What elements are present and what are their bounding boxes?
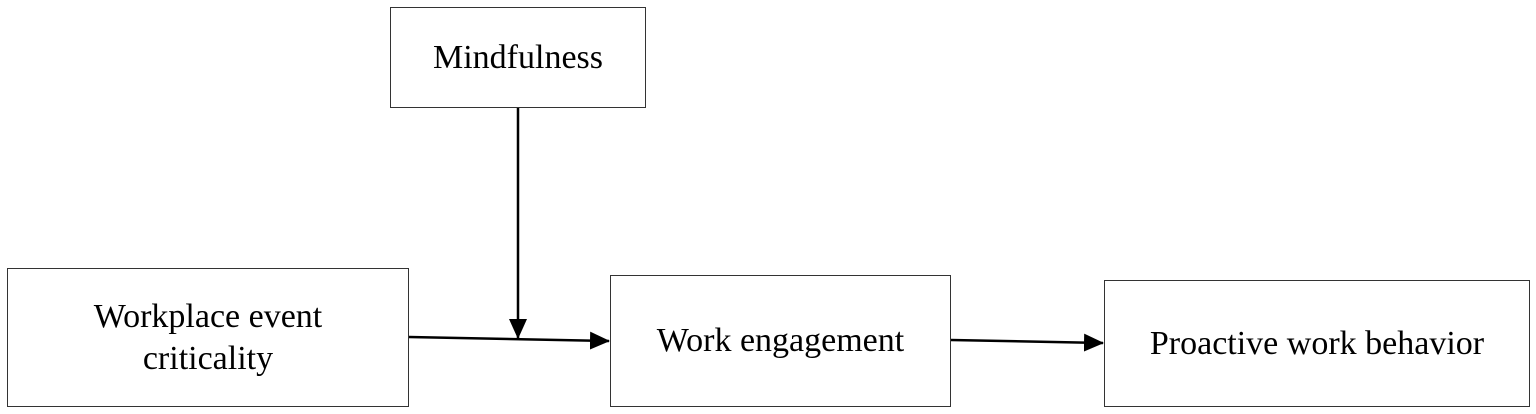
node-proactive-work-behavior: Proactive work behavior <box>1104 280 1530 407</box>
node-criticality-label-line1: Workplace event <box>93 297 323 335</box>
node-work-engagement: Work engagement <box>610 275 951 407</box>
node-mindfulness: Mindfulness <box>390 7 646 108</box>
node-proactive-label: Proactive work behavior <box>1149 324 1485 362</box>
node-engagement-label: Work engagement <box>656 322 905 359</box>
node-workplace-event-criticality: Workplace event criticality <box>7 268 409 407</box>
arrow-criticality-to-engagement <box>408 331 610 350</box>
node-mindfulness-label: Mindfulness <box>433 38 603 76</box>
node-criticality-label-line2: criticality <box>142 339 274 377</box>
arrow-engagement-to-proactive <box>950 333 1104 352</box>
